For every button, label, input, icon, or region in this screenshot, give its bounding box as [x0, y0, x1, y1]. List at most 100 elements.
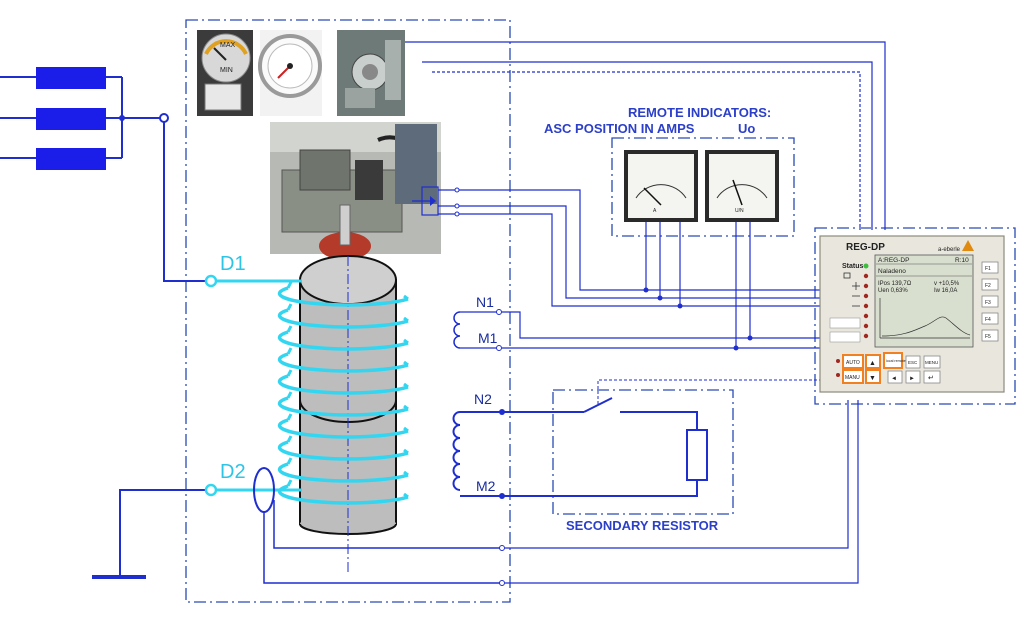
status-led: [863, 263, 869, 269]
coil-turn-edge: [403, 382, 409, 389]
svg-text:A: A: [653, 208, 657, 214]
terminal-n2: [499, 409, 505, 415]
function-key-f5[interactable]: [981, 329, 999, 342]
remote-indicators-frame: [611, 137, 795, 237]
auto-led: [836, 359, 840, 363]
coil-core: [299, 255, 397, 572]
coil-turn-edge: [286, 347, 293, 355]
indicator-leds: [863, 273, 869, 339]
function-key-label: F5: [985, 334, 991, 340]
enter-button-label: ↵: [928, 375, 934, 382]
d2-label: D2: [220, 461, 246, 483]
lcd-line-3-left: IPos 139,7Ω: [878, 281, 912, 287]
m1-label: M1: [478, 330, 498, 346]
auto-button[interactable]: [842, 354, 864, 369]
right-arrow-button[interactable]: [905, 370, 921, 384]
local-remote-button[interactable]: [883, 352, 903, 369]
terminal-m2: [499, 493, 505, 499]
coil-turn-edge: [286, 413, 293, 421]
measurement-winding-n1m1: [453, 311, 461, 349]
meter-wires: [645, 222, 751, 348]
function-key-label: F4: [985, 317, 991, 323]
auto-button-label: AUTO: [846, 360, 860, 366]
left-arrow-label: ◄: [891, 376, 897, 382]
coil-turn-edge: [286, 325, 293, 333]
right-arrow-label: ►: [909, 376, 915, 382]
function-key-f3[interactable]: [981, 295, 999, 308]
coil-turn-edge: [403, 360, 409, 367]
lcd-line-1-right: R:10: [955, 257, 969, 264]
lcd-line-4-right: Iw 16,0A: [934, 288, 957, 294]
function-key-label: F3: [985, 300, 991, 306]
function-key-f1[interactable]: [981, 261, 999, 274]
led-symbols: [843, 272, 860, 307]
gauge-photo-2: [258, 30, 322, 116]
brand-logo-icon: [962, 240, 974, 251]
actuator-feedback-wires: [459, 189, 826, 307]
coil-turn-edge: [403, 294, 409, 301]
esc-button[interactable]: [905, 355, 921, 369]
secondary-resistor-circuit: [504, 397, 708, 497]
uo-label: Uo: [738, 121, 755, 136]
secondary-resistor-label: SECONDARY RESISTOR: [566, 518, 719, 533]
remote-indicators-label: REMOTE INDICATORS:: [628, 105, 771, 120]
coil-turn-edge: [286, 457, 293, 465]
menu-button[interactable]: [923, 355, 941, 369]
coil-turn-edge: [403, 404, 409, 411]
uo-meter: U/N: [705, 150, 779, 222]
menu-button-label: MENU: [925, 360, 938, 365]
coil-enclosure-frame: [185, 19, 511, 603]
winding-block-1: [36, 67, 106, 89]
coil-turn-edge: [403, 426, 409, 433]
svg-text:U/N: U/N: [735, 208, 744, 214]
lcd-line-4-left: Uen 0,63%: [878, 288, 908, 294]
esc-button-label: ESC: [908, 360, 918, 365]
coil-turn: [277, 462, 409, 483]
controller-model: REG-DP: [846, 242, 885, 253]
coil-turn-edge: [403, 470, 409, 477]
function-key-f2[interactable]: [981, 278, 999, 291]
switch-control-wire: [597, 379, 848, 404]
power-winding-n2m2: [452, 411, 461, 491]
left-arrow-button[interactable]: [887, 370, 903, 384]
coil-turn-edge: [286, 369, 293, 377]
raise-button[interactable]: [865, 354, 881, 369]
m2-label: M2: [476, 478, 496, 494]
lower-button[interactable]: [865, 369, 881, 384]
terminal-d1: [204, 274, 218, 288]
lcd-line-3-right: v +10,5%: [934, 281, 960, 287]
asc-position-meter: A: [624, 150, 698, 222]
terminal-d2: [204, 483, 218, 497]
terminal-m1: [496, 345, 502, 351]
coil-turn: [277, 330, 409, 351]
terminal-n1: [496, 309, 502, 315]
photo-signal-wires: [405, 41, 886, 230]
status-label: Status: [842, 263, 864, 270]
controller-lcd: [874, 254, 974, 348]
manu-led: [836, 373, 840, 377]
transformer-windings: [0, 67, 208, 282]
enter-button[interactable]: [923, 370, 941, 384]
function-key-f4[interactable]: [981, 312, 999, 325]
secondary-resistor-frame: [552, 389, 734, 515]
lcd-resonance-curve: [879, 298, 971, 339]
coil-turn-edge: [286, 435, 293, 443]
coil-turn-edge: [403, 448, 409, 455]
controller-brand: a-eberle: [938, 247, 961, 253]
gauge-photo-1: MAX MIN: [197, 30, 253, 116]
coil-turn: [277, 308, 409, 329]
function-key-label: F2: [985, 283, 991, 289]
resistor-symbol: [686, 429, 708, 481]
manu-button[interactable]: [842, 369, 864, 384]
winding-block-3: [36, 148, 106, 170]
lcd-line-2: Naladeno: [878, 268, 906, 275]
ground-connection: [92, 489, 208, 579]
function-key-label: F1: [985, 266, 991, 272]
coil-turn: [277, 396, 409, 417]
dashdot-frames: [185, 19, 1016, 603]
coil-turn: [277, 418, 409, 439]
coil-turn-edge: [403, 316, 409, 323]
